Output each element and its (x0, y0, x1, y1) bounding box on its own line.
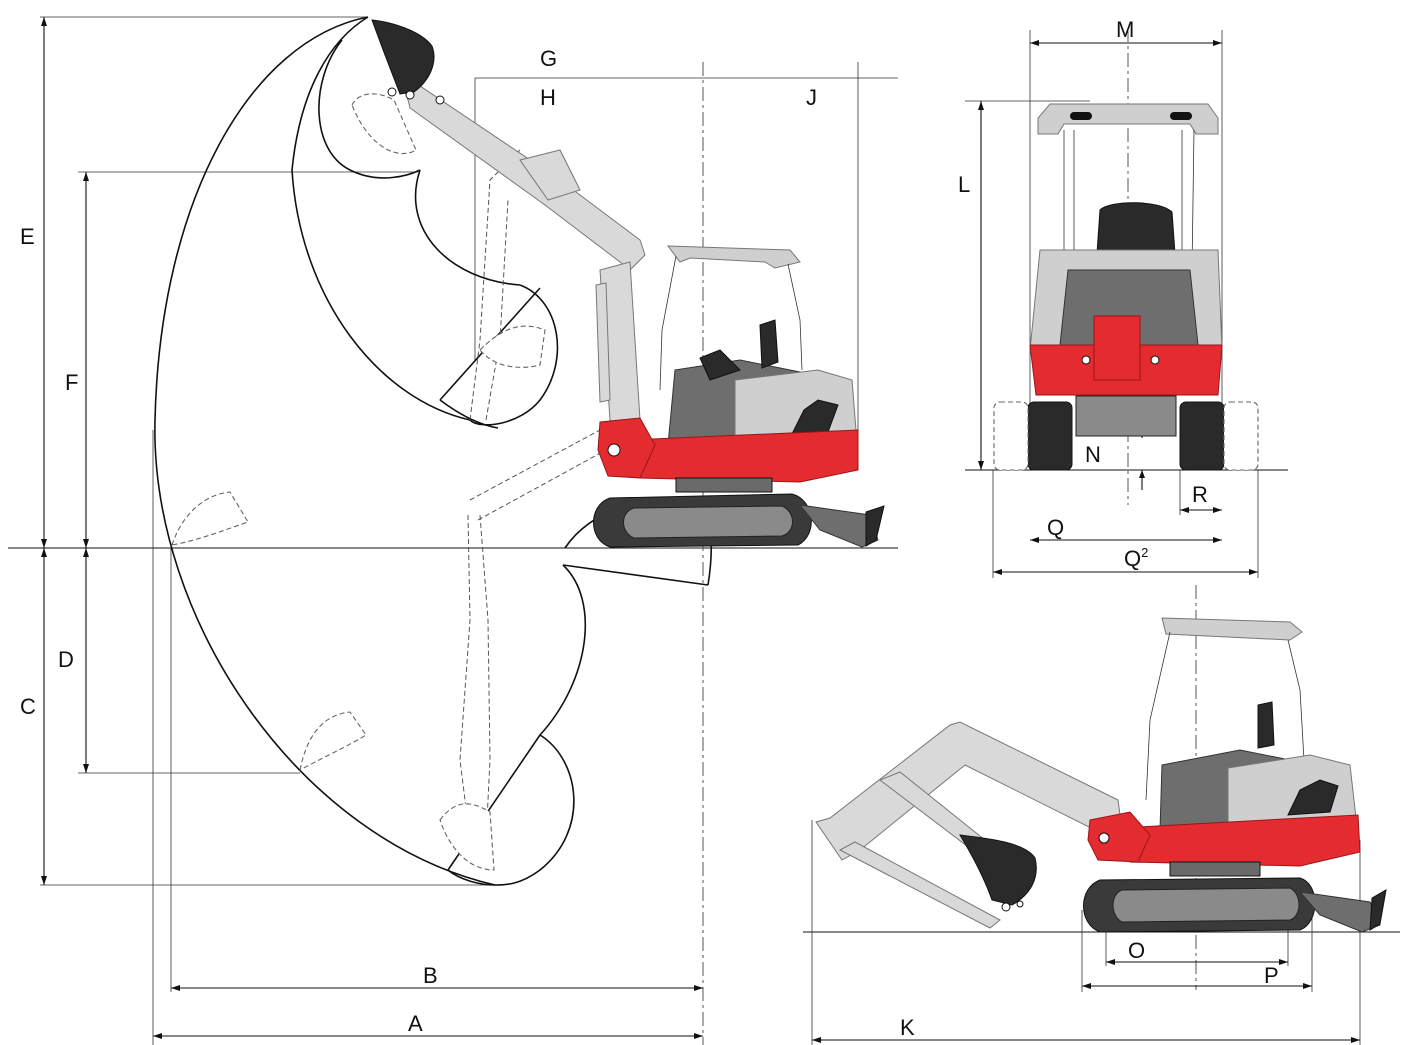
label-A: A (408, 1011, 423, 1036)
excavator-side-icon (371, 19, 885, 548)
label-B: B (423, 963, 438, 988)
label-R: R (1192, 482, 1208, 507)
label-Q2-main: Q (1124, 546, 1141, 571)
label-N: N (1085, 442, 1101, 467)
label-Q: Q (1047, 515, 1064, 540)
label-J: J (806, 85, 817, 110)
label-K: K (900, 1015, 915, 1040)
label-P: P (1264, 963, 1279, 988)
transport-view: O P K (803, 585, 1400, 1045)
label-H: H (540, 85, 556, 110)
label-Q2-sup: 2 (1141, 545, 1148, 560)
label-D: D (58, 647, 74, 672)
bucket-icon (371, 19, 435, 95)
label-C: C (20, 694, 36, 719)
ghost-arm-positions (171, 93, 611, 871)
excavator-front-icon (993, 103, 1259, 471)
label-O: O (1128, 938, 1145, 963)
excavator-transport-icon (815, 617, 1387, 933)
label-Q2: Q2 (1124, 545, 1148, 571)
label-G: G (540, 46, 557, 71)
front-view: M L N R Q Q2 (958, 17, 1288, 578)
label-M: M (1116, 17, 1134, 42)
working-range-view: E F C D G H J B A (8, 16, 898, 1045)
label-F: F (65, 370, 78, 395)
transport-bucket-icon (959, 834, 1037, 906)
max-reach-envelope (154, 16, 496, 886)
label-L: L (958, 172, 970, 197)
label-E: E (20, 224, 35, 249)
